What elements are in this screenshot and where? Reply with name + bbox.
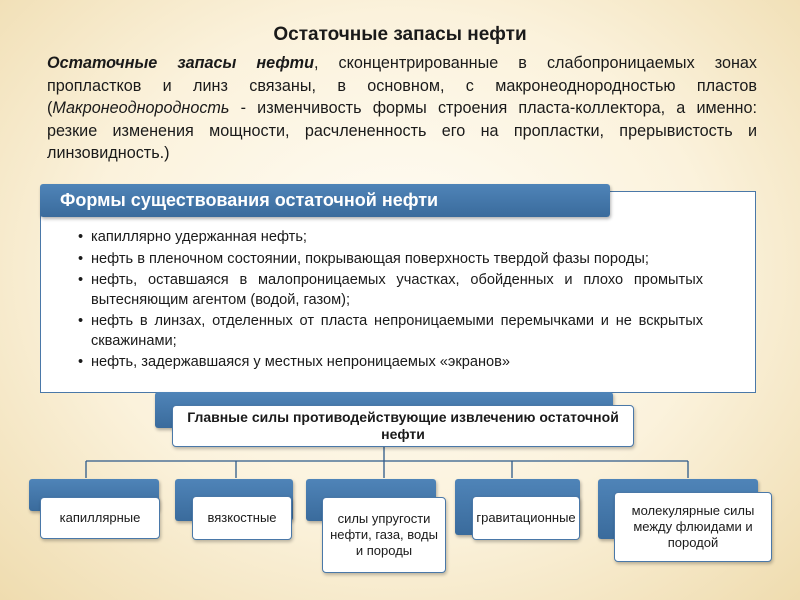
force-box-gravity: гравитационные <box>472 496 580 540</box>
main-forces-box: Главные силы противодействующие извлечен… <box>172 405 634 447</box>
slide-title: Остаточные запасы нефти <box>273 24 527 45</box>
forms-item-screens: нефть, задержавшаяся у местных непроница… <box>78 353 703 373</box>
forms-item-film: нефть в пленочном состоянии, покрывающая… <box>78 250 703 270</box>
force-box-viscous: вязкостные <box>192 496 292 540</box>
intro-text-part1: , сконцентрированные в слабопроницаемых … <box>47 54 757 117</box>
intro-term: Остаточные запасы нефти <box>47 54 314 72</box>
forms-item-bypassed: нефть, оставшаяся в малопроницаемых учас… <box>78 271 703 310</box>
forms-item-capillary: капиллярно удержанная нефть; <box>78 228 703 248</box>
intro-text-part2: - изменчивость формы строения пласта-кол… <box>47 99 757 162</box>
forms-item-lenses: нефть в линзах, отделенных от пласта неп… <box>78 312 703 351</box>
intro-term-2: Макронеоднородность <box>52 99 230 117</box>
intro-paragraph: Остаточные запасы нефти, сконцентрирован… <box>47 52 757 165</box>
force-box-elastic: силы упругости нефти, газа, воды и пород… <box>322 497 446 573</box>
force-box-capillary: капиллярные <box>40 497 160 539</box>
forms-header: Формы существования остаточной нефти <box>40 184 610 217</box>
forms-list: капиллярно удержанная нефть; нефть в пле… <box>78 228 703 375</box>
force-box-molecular: молекулярные силы между флюидами и пород… <box>614 492 772 562</box>
